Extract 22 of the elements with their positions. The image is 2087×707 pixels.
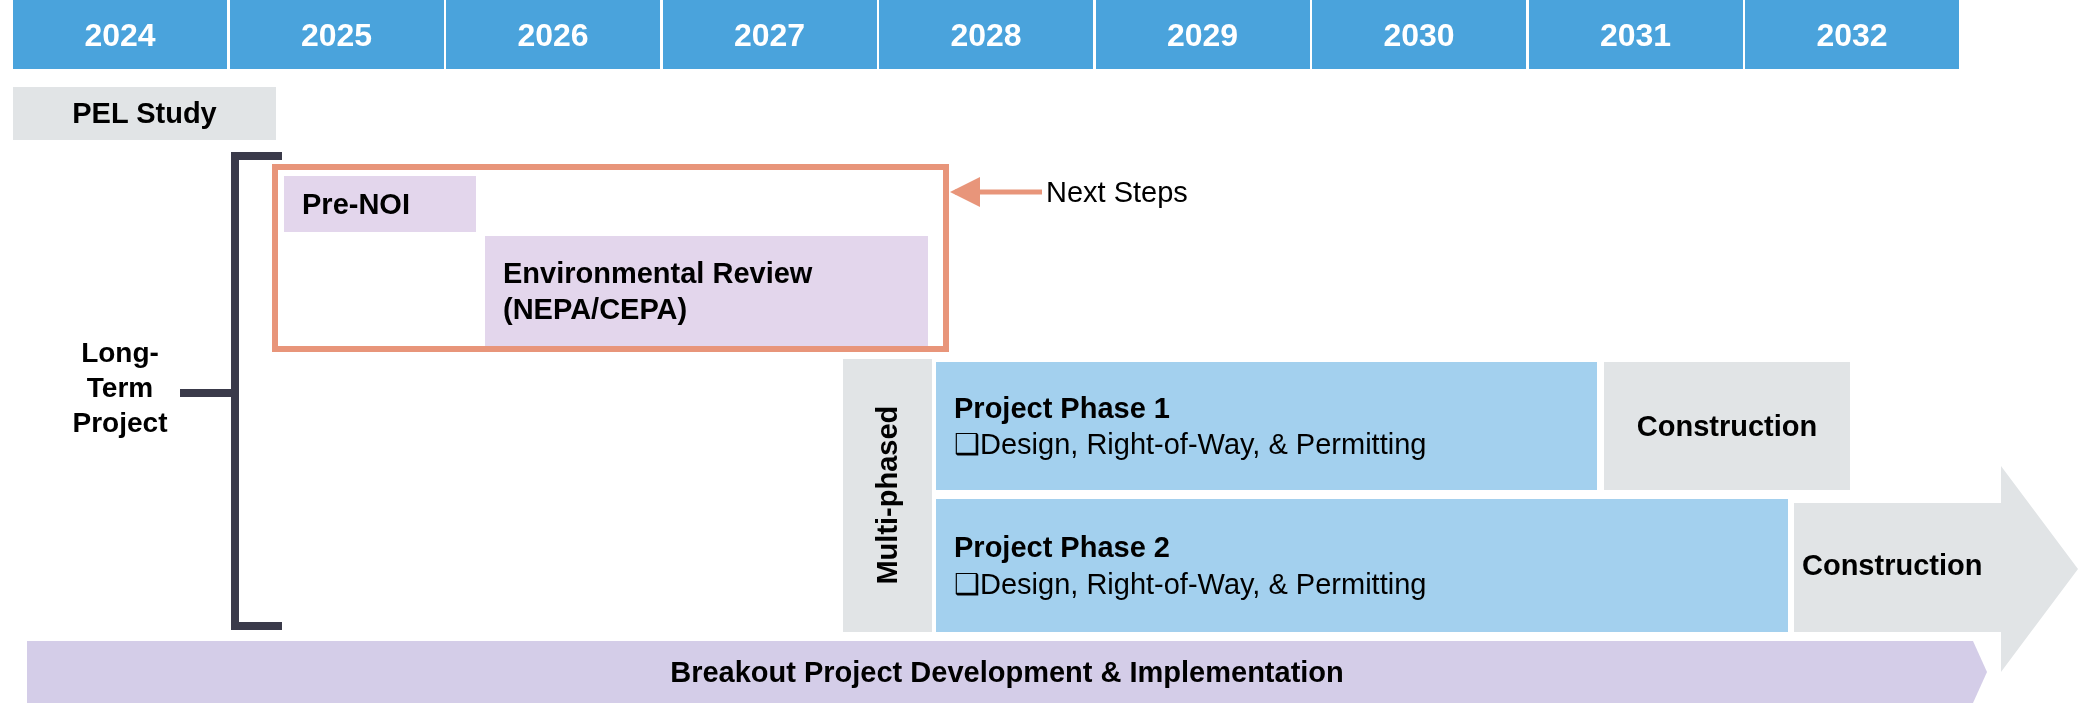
phase-bar: Pre-NOI <box>284 176 476 232</box>
arrow-shape-bar: Construction <box>1794 466 2078 672</box>
year-header-cell: 2030 <box>1312 0 1526 69</box>
bracket-label: Long-Term Project <box>40 320 200 455</box>
year-header-cell: 2027 <box>662 0 877 69</box>
phase-label-bar: Multi-phased <box>843 359 932 632</box>
year-header-cell: 2026 <box>446 0 660 69</box>
arrow <box>950 177 1042 207</box>
year-header-cell: 2024 <box>13 0 227 69</box>
year-header-cell: 2025 <box>229 0 444 69</box>
phase-bar: Environmental Review (NEPA/CEPA) <box>485 236 928 346</box>
year-header-cell: 2028 <box>879 0 1093 69</box>
phase-bar: Project Phase 2 ❑Design, Right-of-Way, & Permitting <box>936 499 1788 632</box>
phase-bar: Project Phase 1 ❑Design, Right-of-Way, & Permitting <box>936 362 1597 490</box>
highlight-frame <box>272 164 949 352</box>
year-header-cell: 2029 <box>1095 0 1310 69</box>
phase-bar: PEL Study <box>13 87 276 140</box>
year-header-cell: 2032 <box>1745 0 1959 69</box>
arrow-shape-bar: Breakout Project Development & Implementation <box>27 641 1987 703</box>
callout-text: Next Steps <box>1046 174 1188 210</box>
year-header-cell: 2031 <box>1528 0 1743 69</box>
phase-bar: Construction <box>1604 362 1850 490</box>
